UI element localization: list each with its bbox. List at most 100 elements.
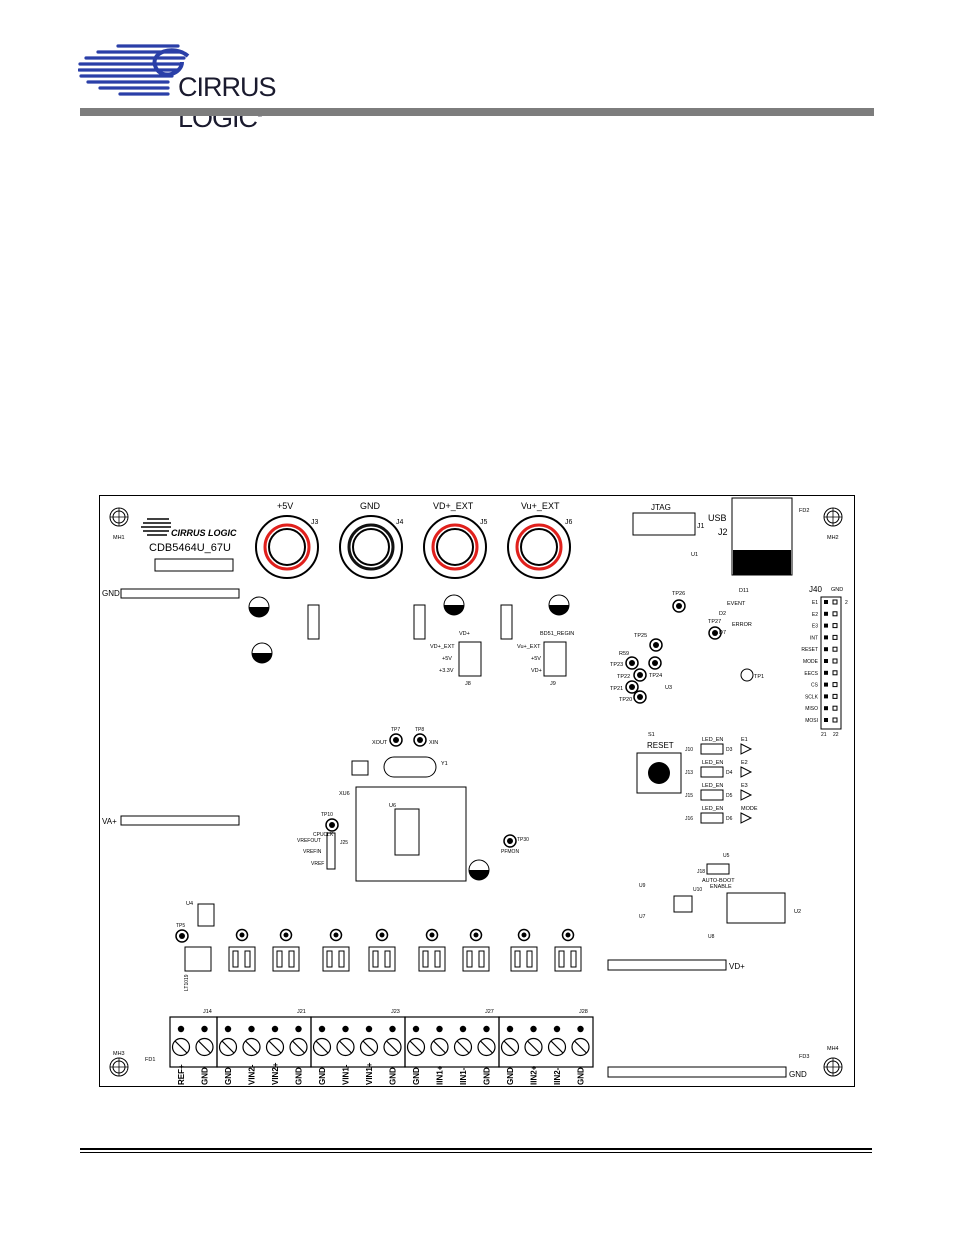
j40-pin22: 22 (833, 732, 839, 738)
screw-terminal[interactable] (289, 1037, 308, 1057)
input-jumper[interactable] (510, 946, 538, 972)
jumper-pin (514, 950, 521, 968)
test-point-tp23[interactable] (625, 656, 639, 670)
input-jumper[interactable] (554, 946, 582, 972)
jtag-header[interactable] (632, 512, 696, 536)
screw-terminal[interactable] (242, 1037, 261, 1057)
led-jumper[interactable] (700, 743, 724, 755)
led-jumper-ref: J10 (685, 747, 693, 753)
input-jumper[interactable] (272, 946, 300, 972)
tp20-ref: TP20 (619, 697, 632, 703)
u5-ref: U5 (723, 853, 730, 859)
test-point-tp26[interactable] (672, 599, 686, 613)
j40-pin (832, 705, 838, 711)
screw-terminal[interactable] (547, 1037, 567, 1057)
screw-terminal[interactable] (571, 1037, 590, 1057)
screw-terminal[interactable] (500, 1037, 520, 1057)
jumper-j12[interactable] (184, 946, 212, 972)
screw-terminal[interactable] (312, 1037, 332, 1057)
gnd-bus-bar (120, 588, 240, 599)
test-point-tp30[interactable] (503, 834, 517, 848)
p5v-label: +5V (442, 656, 452, 662)
screw-terminal[interactable] (430, 1037, 449, 1057)
screw-terminal[interactable] (406, 1037, 426, 1057)
jumper-j9[interactable] (543, 641, 567, 677)
connector-j5[interactable]: VD+_EXT J5 (423, 501, 488, 579)
connector-j6[interactable]: Vu+_EXT J6 (507, 501, 573, 579)
led-ref: D5 (726, 793, 733, 799)
screw-terminal[interactable] (359, 1037, 379, 1057)
jumper-pin (570, 950, 577, 968)
u10-ref: U10 (693, 887, 702, 893)
test-point[interactable] (375, 928, 389, 942)
j40-pin (832, 623, 838, 629)
test-point-tp20[interactable] (633, 690, 647, 704)
jumper-pin (422, 950, 429, 968)
connector-j3[interactable]: +5V J3 (255, 501, 319, 579)
test-point-tp21[interactable] (625, 680, 639, 694)
reset-button-cap[interactable] (648, 762, 670, 784)
j40-pin-label: RESET (801, 647, 818, 653)
input-jumper[interactable] (322, 946, 350, 972)
gnd-right-label: GND (789, 1070, 807, 1079)
input-jumper[interactable] (462, 946, 490, 972)
jumper-pin (232, 950, 239, 968)
screw-slot (339, 1040, 352, 1054)
j40-header[interactable] (820, 596, 842, 730)
s1-ref: S1 (648, 732, 655, 738)
jumper-j18[interactable] (706, 863, 730, 875)
test-point-tp5[interactable] (175, 929, 189, 943)
reset-button[interactable] (636, 752, 682, 794)
screw-terminal[interactable] (171, 1037, 191, 1057)
screw-terminal[interactable] (336, 1037, 355, 1057)
test-point-tp25[interactable] (649, 638, 663, 652)
jumper-j8[interactable] (458, 641, 482, 677)
test-point[interactable] (469, 928, 483, 942)
input-jumper[interactable] (228, 946, 256, 972)
test-point[interactable] (425, 928, 439, 942)
xin-label: XIN (429, 740, 438, 746)
test-point-tp22[interactable] (633, 668, 647, 682)
screw-terminal[interactable] (195, 1037, 214, 1057)
test-point-tp1[interactable] (740, 668, 754, 682)
tp23-ref: TP23 (610, 662, 623, 668)
board-logo-icon (141, 518, 171, 536)
test-point-tp10[interactable] (325, 818, 339, 832)
input-jumper[interactable] (418, 946, 446, 972)
jumper-j25[interactable] (326, 832, 336, 870)
jumper-pin (244, 950, 251, 968)
test-point[interactable] (279, 928, 293, 942)
test-point[interactable] (517, 928, 531, 942)
test-point[interactable] (329, 928, 343, 942)
terminal-label: IIN1- (459, 1067, 468, 1085)
led-jumper-ref: J16 (685, 816, 693, 822)
test-point[interactable] (235, 928, 249, 942)
screw-terminal[interactable] (383, 1037, 402, 1057)
test-point-tp7[interactable] (389, 733, 403, 747)
d1-ref: D11 (739, 588, 749, 594)
test-point-tp24[interactable] (648, 656, 662, 670)
terminal-label: GND (412, 1067, 421, 1085)
j3-label: +5V (277, 501, 293, 511)
screw-terminal[interactable] (453, 1037, 473, 1057)
led-jumper[interactable] (700, 812, 724, 824)
pfmon-label: PFMON (501, 849, 519, 855)
j40-pin-label: E2 (812, 612, 818, 618)
test-point[interactable] (561, 928, 575, 942)
diode-z1 (307, 604, 320, 640)
gnd-right-bus-bar (607, 1066, 787, 1078)
j8-ref: J8 (465, 681, 471, 687)
test-point-center (521, 932, 527, 938)
led-jumper[interactable] (700, 766, 724, 778)
connector-j4[interactable]: GND J4 (339, 501, 404, 579)
screw-terminal[interactable] (265, 1037, 285, 1057)
j40-pin (824, 611, 828, 616)
input-jumper[interactable] (368, 946, 396, 972)
input-jumpers (228, 928, 582, 972)
test-point-tp8[interactable] (413, 733, 427, 747)
screw-terminal[interactable] (524, 1037, 543, 1057)
screw-terminal[interactable] (477, 1037, 496, 1057)
led-jumper[interactable] (700, 789, 724, 801)
screw-terminal[interactable] (218, 1037, 238, 1057)
